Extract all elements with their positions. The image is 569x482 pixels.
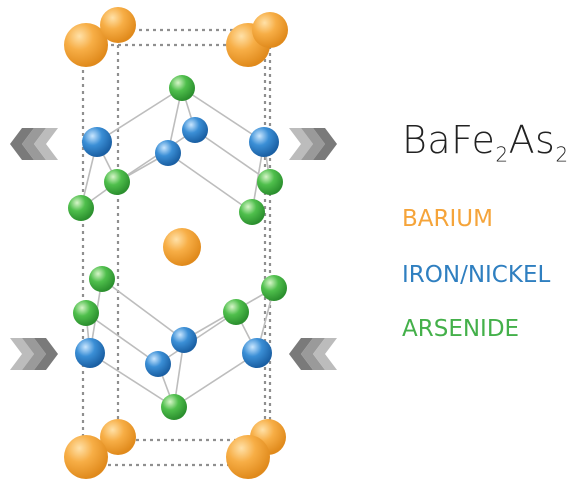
chemical-formula: BaFe2As2: [402, 118, 569, 167]
iron-nickel-atom: [75, 338, 105, 368]
arsenide-atom: [68, 195, 94, 221]
arsenide-atom: [89, 266, 115, 292]
arsenide-atom: [257, 169, 283, 195]
iron-nickel-atom: [171, 327, 197, 353]
barium-atoms: [64, 7, 288, 479]
iron-nickel-atom: [145, 351, 171, 377]
arsenide-atom: [161, 394, 187, 420]
iron-nickel-atom: [155, 140, 181, 166]
arsenide-atom: [239, 199, 265, 225]
barium-atom: [100, 7, 136, 43]
left-bottom-chevron-arrow: [10, 338, 58, 370]
barium-atom: [64, 23, 108, 67]
barium-atom: [100, 419, 136, 455]
legend-arsenide: ARSENIDE: [402, 316, 520, 342]
arsenide-atom: [261, 275, 287, 301]
barium-atom: [252, 12, 288, 48]
arsenide-atom: [104, 169, 130, 195]
iron-nickel-atom: [249, 127, 279, 157]
arsenide-atom: [223, 299, 249, 325]
legend-iron-nickel: IRON/NICKEL: [402, 262, 551, 288]
barium-atom: [64, 435, 108, 479]
arsenide-atom: [73, 300, 99, 326]
left-top-chevron-arrow: [10, 128, 58, 160]
iron-nickel-atom: [242, 338, 272, 368]
barium-atom: [163, 228, 201, 266]
arsenide-atoms: [68, 75, 287, 420]
right-top-chevron-arrow: [289, 128, 337, 160]
legend-barium: BARIUM: [402, 206, 493, 232]
right-bottom-chevron-arrow: [289, 338, 337, 370]
iron-nickel-atoms: [75, 117, 279, 377]
barium-atom: [226, 435, 270, 479]
iron-nickel-atom: [82, 127, 112, 157]
iron-nickel-atom: [182, 117, 208, 143]
arsenide-atom: [169, 75, 195, 101]
